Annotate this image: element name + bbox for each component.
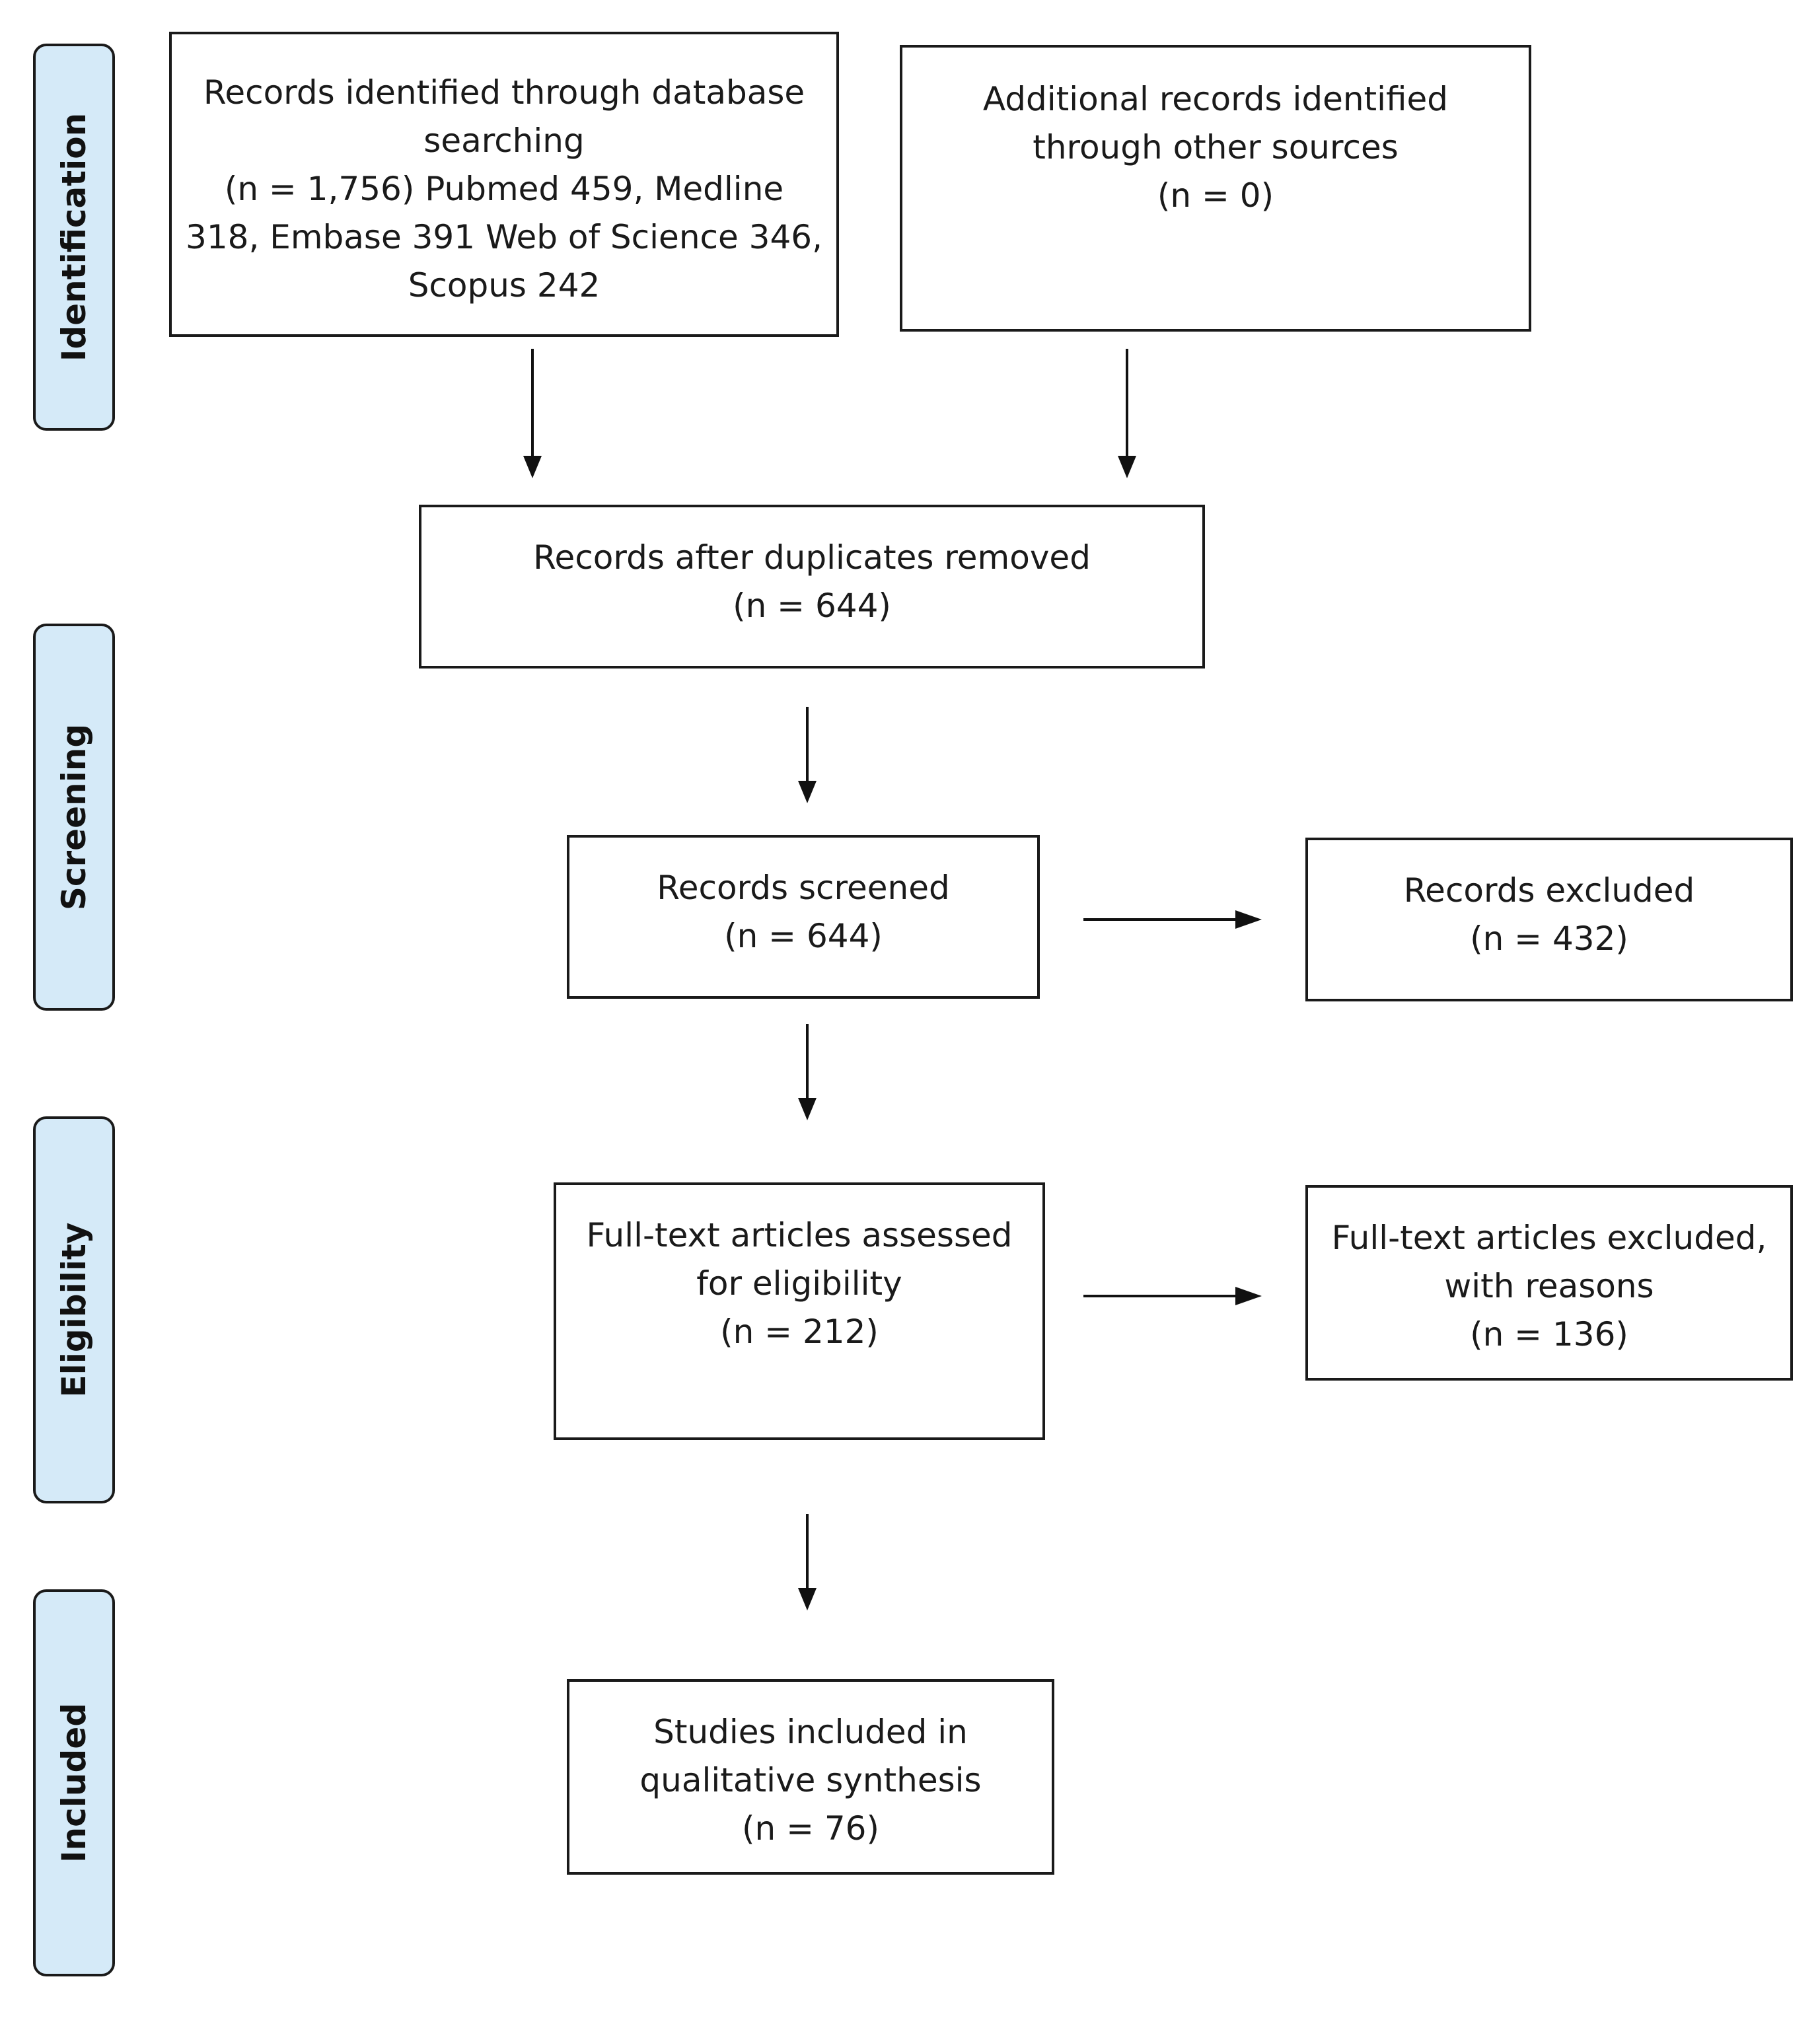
box-text-line: Records screened bbox=[657, 869, 950, 907]
box-text-line: searching bbox=[423, 122, 585, 160]
arrowhead-icon bbox=[1235, 1287, 1262, 1305]
box-text-line: Records identified through database bbox=[203, 73, 805, 112]
box-text-line: Additional records identified bbox=[982, 80, 1449, 118]
phase-screening: Screening bbox=[33, 624, 115, 1011]
box-text-line: through other sources bbox=[1033, 128, 1399, 166]
box-text-line: qualitative synthesis bbox=[639, 1761, 982, 1799]
box-text-line: Full-text articles excluded, bbox=[1331, 1219, 1767, 1257]
box-text-line: Records excluded bbox=[1403, 871, 1695, 910]
box-text-line: (n = 644) bbox=[724, 917, 883, 955]
box-text-line: Studies included in bbox=[653, 1713, 968, 1751]
fulltext-excluded-box: Full-text articles excluded, with reason… bbox=[1305, 1185, 1793, 1381]
phase-identification: Identification bbox=[33, 44, 115, 431]
phase-eligibility: Eligibility bbox=[33, 1116, 115, 1503]
phase-included: Included bbox=[33, 1589, 115, 1976]
box-text-line: 318, Embase 391 Web of Science 346, bbox=[186, 218, 822, 256]
box-text-line: (n = 212) bbox=[720, 1313, 879, 1351]
fulltext-assessed-box: Full-text articles assessed for eligibil… bbox=[554, 1182, 1045, 1440]
arrowhead-icon bbox=[523, 456, 542, 478]
box-text-line: Full-text articles assessed bbox=[586, 1216, 1013, 1254]
box-text-line: (n = 0) bbox=[1157, 176, 1274, 215]
other-sources-box: Additional records identified through ot… bbox=[900, 45, 1531, 332]
arrowhead-icon bbox=[1118, 456, 1136, 478]
arrowhead-icon bbox=[798, 781, 817, 803]
database-records-box: Records identified through database sear… bbox=[169, 32, 839, 337]
after-duplicates-box: Records after duplicates removed (n = 64… bbox=[419, 505, 1205, 668]
arrowhead-icon bbox=[798, 1588, 817, 1610]
box-text-line: (n = 76) bbox=[741, 1809, 879, 1848]
arrowhead-icon bbox=[798, 1098, 817, 1120]
records-excluded-box: Records excluded (n = 432) bbox=[1305, 838, 1793, 1001]
box-text-line: Records after duplicates removed bbox=[533, 538, 1091, 577]
box-text-line: Scopus 242 bbox=[408, 266, 601, 305]
box-text-line: for eligibility bbox=[696, 1264, 902, 1303]
included-studies-box: Studies included in qualitative synthesi… bbox=[567, 1679, 1054, 1875]
box-text-line: with reasons bbox=[1444, 1267, 1654, 1305]
box-text-line: (n = 136) bbox=[1470, 1315, 1628, 1354]
box-text-line: (n = 432) bbox=[1470, 920, 1628, 958]
box-text-line: (n = 1,756) Pubmed 459, Medline bbox=[224, 170, 784, 208]
box-text-line: (n = 644) bbox=[733, 587, 891, 625]
records-screened-box: Records screened (n = 644) bbox=[567, 835, 1040, 999]
arrowhead-icon bbox=[1235, 910, 1262, 929]
